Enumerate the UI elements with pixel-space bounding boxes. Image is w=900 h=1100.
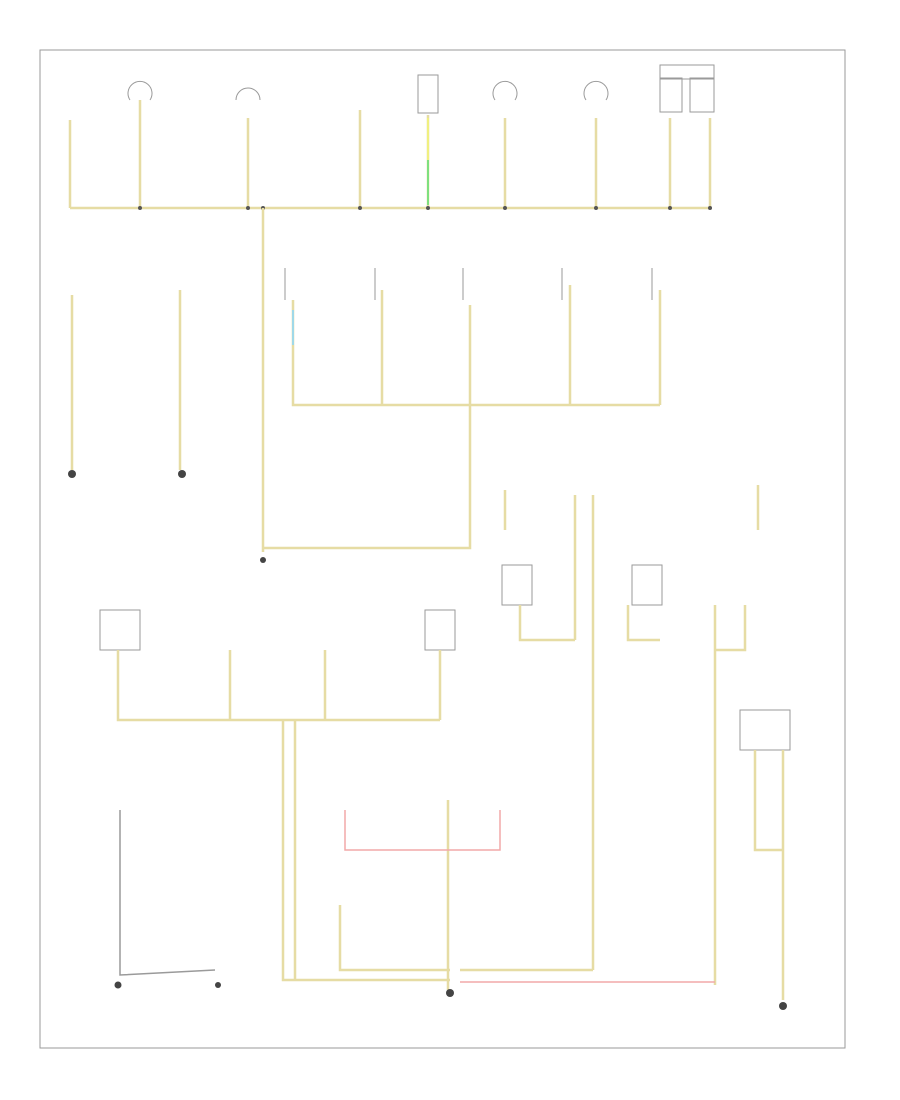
left-middle-boxes (99, 609, 456, 651)
red-wires (344, 810, 715, 983)
middle-branch (263, 285, 662, 550)
right-bottom-lines (753, 750, 785, 1000)
left-ground-symbols (68, 470, 186, 478)
ground-bottom-center (446, 989, 454, 997)
ground-bottom-left (114, 981, 122, 989)
top-ground-bus (68, 100, 712, 210)
top-components (127, 64, 715, 114)
left-grounds (70, 290, 182, 470)
bottom-center (338, 800, 593, 990)
middle-switch-marks (284, 268, 653, 300)
ground-bottom-left-2 (215, 982, 221, 988)
left-middle-lines (116, 650, 450, 982)
diagram-border (39, 49, 846, 1049)
bottom-left-wire (119, 810, 216, 976)
right-bottom-box (739, 709, 791, 751)
right-small-boxes (501, 564, 663, 606)
ground-junction-mid (260, 557, 266, 563)
ground-bottom-right (779, 1002, 787, 1010)
right-upper (503, 485, 760, 970)
right-mid-lines (518, 605, 747, 985)
